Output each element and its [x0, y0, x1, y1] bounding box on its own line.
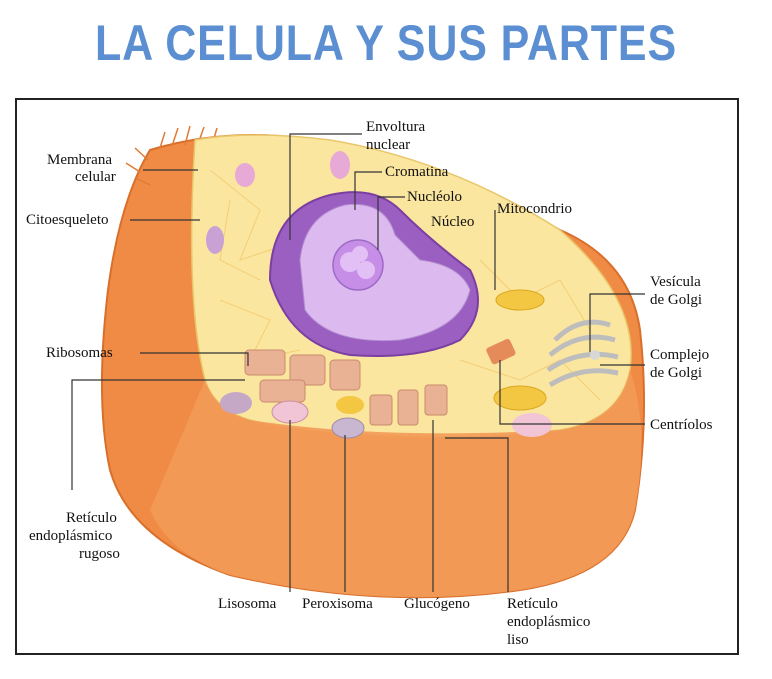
label-complejo-1: Complejo [650, 347, 709, 363]
label-reticulo-rugoso-1: Retículo [66, 510, 117, 526]
label-reticulo-liso-1: Retículo [507, 596, 558, 612]
mitochondrion-shape [495, 289, 545, 311]
label-envoltura-2: nuclear [366, 137, 410, 153]
label-complejo-2: de Golgi [650, 365, 702, 381]
mitochondrion-shape [336, 396, 364, 414]
leader-lines [71, 133, 645, 592]
label-glucogeno: Glucógeno [404, 596, 470, 612]
label-mitocondrio: Mitocondrio [497, 201, 572, 217]
lysosome-shape [271, 400, 309, 424]
label-envoltura-1: Envoltura [366, 119, 425, 135]
vesicle-shape [220, 392, 252, 414]
label-nucleo: Núcleo [431, 214, 474, 230]
rough-er [244, 349, 448, 426]
vesicle-shape [206, 226, 224, 254]
nucleolus-granule [352, 246, 368, 262]
label-centriolos: Centríolos [650, 417, 713, 433]
label-citoesqueleto: Citoesqueleto [26, 212, 109, 228]
golgi-complex [546, 319, 619, 388]
label-peroxisoma: Peroxisoma [302, 596, 373, 612]
vesicle-shape [512, 413, 552, 437]
diagram-labels: Membrana celular Citoesqueleto Envoltura… [26, 119, 713, 648]
label-vesicula-1: Vesícula [650, 274, 701, 290]
label-reticulo-rugoso-3: rugoso [79, 546, 120, 562]
label-reticulo-liso-3: liso [507, 632, 529, 648]
mitochondrion-shape [493, 385, 547, 411]
vesicle-shape [235, 163, 255, 187]
label-cromatina: Cromatina [385, 164, 449, 180]
label-lisosoma: Lisosoma [218, 596, 277, 612]
page-title: LA CELULA Y SUS PARTES [95, 15, 677, 71]
golgi-vesicle-shape [590, 350, 600, 360]
label-nucleolo: Nucléolo [407, 189, 462, 205]
label-vesicula-2: de Golgi [650, 292, 702, 308]
label-membrana-1: Membrana [47, 152, 112, 168]
chromatin-shape [299, 203, 471, 342]
label-ribosomas: Ribosomas [46, 345, 113, 361]
nucleus [268, 191, 479, 357]
peroxisome-shape [331, 417, 365, 439]
cell-front-face [150, 370, 642, 598]
label-reticulo-liso-2: endoplásmico [507, 614, 590, 630]
cytoskeleton-fibers [209, 169, 601, 401]
centriole-shape [486, 338, 516, 365]
nucleolus-granule [357, 261, 375, 279]
label-membrana-2: celular [75, 169, 116, 185]
label-reticulo-rugoso-2: endoplásmico [29, 528, 112, 544]
vesicle-shape [330, 151, 350, 179]
